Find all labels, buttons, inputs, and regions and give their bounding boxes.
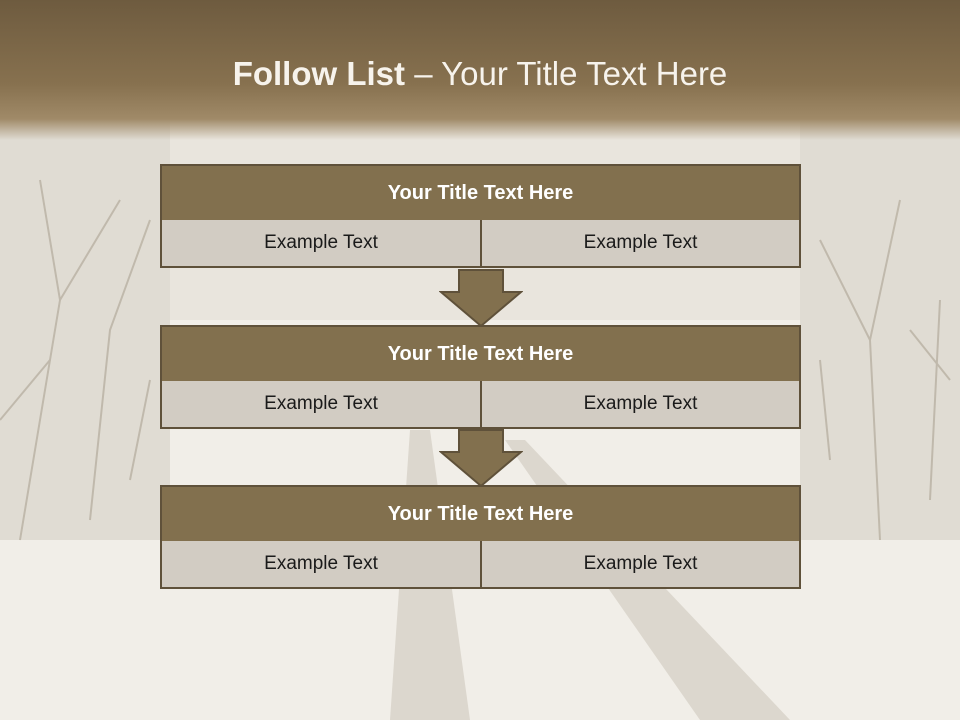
block-heading-text: Your Title Text Here [387, 503, 574, 525]
list-block-3: Your Title Text Here Example Text Exampl… [160, 485, 801, 591]
down-arrow-icon [439, 269, 523, 328]
cell-text: Example Text [583, 393, 698, 414]
page-title: Follow List – Your Title Text Here [0, 55, 960, 93]
list-block-2: Your Title Text Here Example Text Exampl… [160, 325, 801, 431]
cell-text: Example Text [583, 553, 698, 574]
cell-text: Example Text [264, 553, 378, 574]
block-heading: Your Title Text Here [160, 164, 801, 222]
list-block-1: Your Title Text Here Example Text Exampl… [160, 164, 801, 270]
block-cell-left: Example Text [160, 541, 482, 589]
block-cell-right: Example Text [480, 381, 801, 429]
block-heading: Your Title Text Here [160, 325, 801, 383]
block-cell-left: Example Text [160, 381, 482, 429]
title-bold: Follow List [232, 55, 406, 92]
block-heading-text: Your Title Text Here [387, 343, 574, 365]
title-bar [0, 0, 960, 140]
cell-text: Example Text [264, 393, 378, 414]
block-heading-text: Your Title Text Here [387, 182, 574, 204]
cell-text: Example Text [583, 232, 698, 253]
block-heading: Your Title Text Here [160, 485, 801, 543]
title-rest: – Your Title Text Here [405, 55, 728, 92]
down-arrow-icon [439, 429, 523, 488]
block-cell-right: Example Text [480, 220, 801, 268]
block-cell-left: Example Text [160, 220, 482, 268]
block-cell-right: Example Text [480, 541, 801, 589]
cell-text: Example Text [264, 232, 378, 253]
